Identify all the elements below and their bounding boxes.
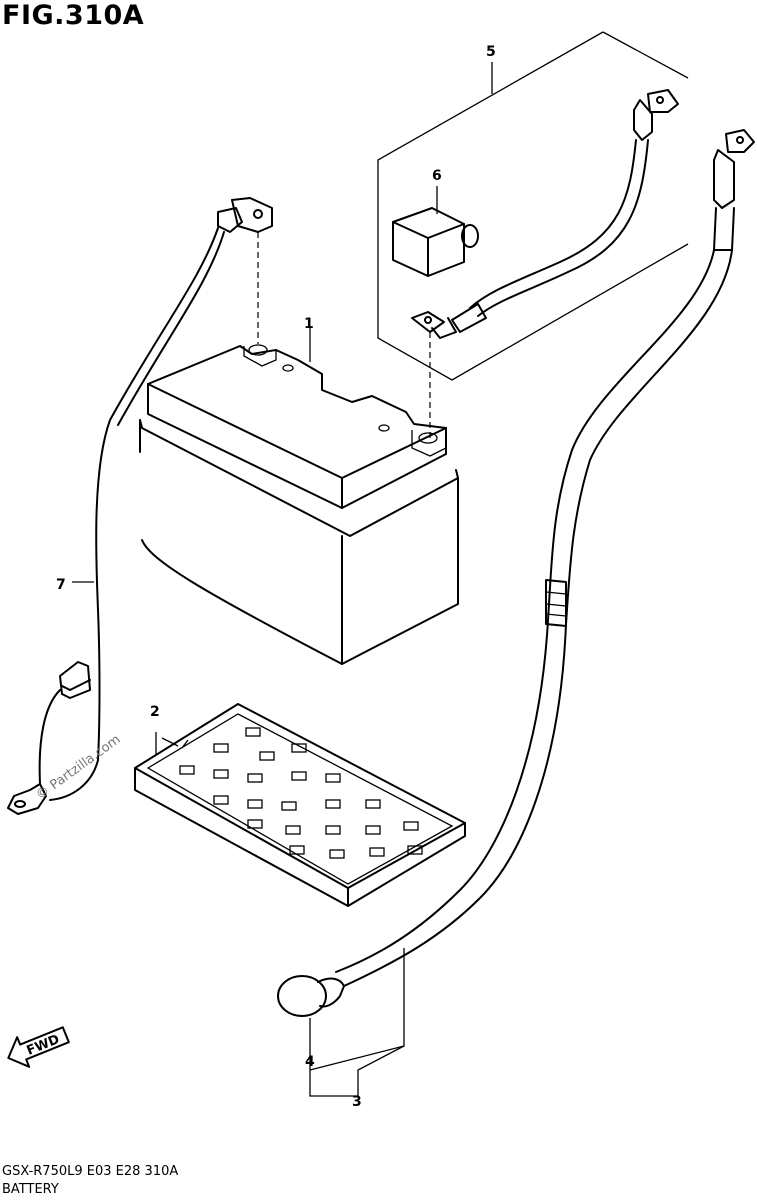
- positive-cable: [411, 89, 679, 438]
- callout-7: 7: [56, 577, 66, 593]
- callout-1: 1: [304, 316, 314, 332]
- ground-harness: [7, 197, 273, 815]
- battery-tray: [134, 703, 466, 907]
- callout-5: 5: [486, 44, 496, 60]
- negative-cable-group-bracket: [309, 948, 405, 1097]
- battery: [139, 328, 459, 665]
- tray-vent-slots: [179, 727, 423, 859]
- watermark: © Partzilla.com: [34, 732, 124, 803]
- section-name-label: BATTERY: [2, 1182, 59, 1197]
- negative-cable: [335, 129, 755, 987]
- forward-direction-arrow: FWD: [7, 1026, 70, 1068]
- callout-6: 6: [432, 168, 442, 184]
- terminal-cover: [392, 186, 479, 277]
- model-code-label: GSX-R750L9 E03 E28 310A: [2, 1164, 179, 1179]
- positive-cable-group-bracket: [377, 31, 689, 381]
- terminal-cap: [277, 975, 345, 1070]
- callout-3: 3: [352, 1094, 362, 1110]
- callout-2: 2: [150, 704, 160, 720]
- callout-4: 4: [305, 1054, 315, 1070]
- figure-title: FIG.310A: [2, 0, 145, 31]
